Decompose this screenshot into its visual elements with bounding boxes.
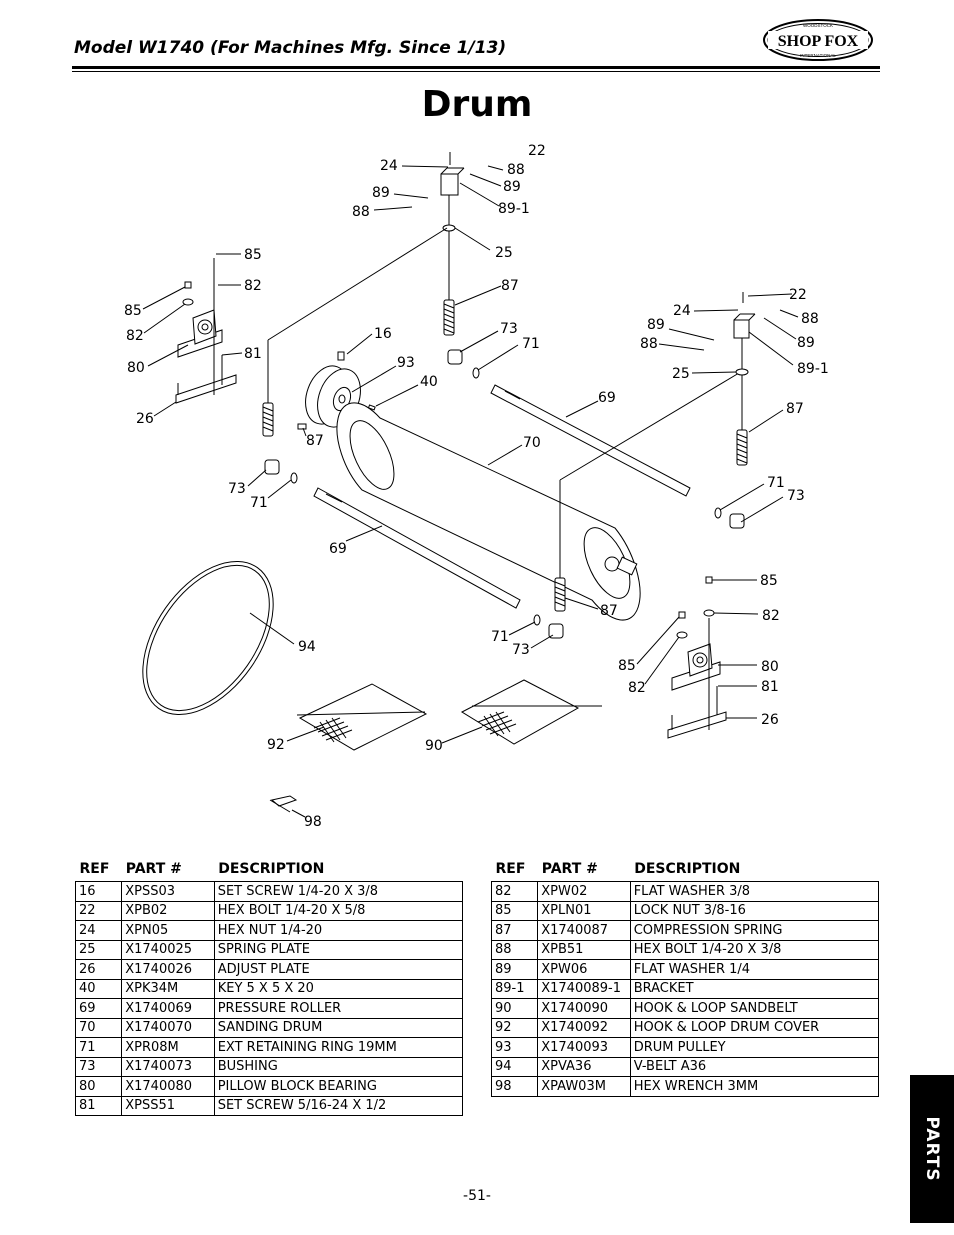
callout-label: 89 [797, 335, 815, 351]
leader-lines [142, 165, 799, 818]
callout-label: 87 [501, 278, 519, 294]
callout-label: 82 [126, 328, 144, 344]
callout-label: 73 [228, 481, 246, 497]
callout-label: 82 [244, 278, 262, 294]
callout-label: 71 [250, 495, 268, 511]
col-desc: DESCRIPTION [218, 861, 325, 877]
callout-label: 81 [761, 679, 779, 695]
callout-label: 89 [372, 185, 390, 201]
col-part: PART # [125, 861, 182, 877]
svg-text:WOODSTOCK: WOODSTOCK [803, 23, 833, 28]
callout-label: 98 [304, 814, 322, 830]
callout-label: 87 [600, 603, 618, 619]
callout-label: 69 [598, 390, 616, 406]
svg-text:SHOP FOX: SHOP FOX [778, 33, 859, 50]
callout-label: 71 [491, 629, 509, 645]
callout-label: 85 [244, 247, 262, 263]
svg-text:INTERNATIONAL: INTERNATIONAL [800, 53, 836, 58]
callout-label: 71 [522, 336, 540, 352]
callout-label: 88 [352, 204, 370, 220]
header-rule [72, 66, 880, 69]
callout-label: 82 [628, 680, 646, 696]
callout-label: 89-1 [797, 361, 829, 377]
header-rule-thin [72, 71, 880, 72]
callout-label: 90 [425, 738, 443, 754]
callout-label: 26 [761, 712, 779, 728]
callout-label: 81 [244, 346, 262, 362]
callout-label: 73 [512, 642, 530, 658]
drum-exploded-diagram: 22 24 88 89 89 88 89-1 25 85 82 85 82 80… [124, 143, 829, 830]
callout-label: 25 [672, 366, 690, 382]
callout-label: 92 [267, 737, 285, 753]
callout-label: 73 [787, 488, 805, 504]
callout-labels: 22 24 88 89 89 88 89-1 25 85 82 85 82 80… [124, 143, 829, 830]
section-tab-label: PARTS [922, 1116, 942, 1182]
callout-label: 87 [306, 433, 324, 449]
callout-label: 22 [789, 287, 807, 303]
callout-label: 88 [801, 311, 819, 327]
col-ref: REF [495, 861, 526, 877]
callout-label: 94 [298, 639, 316, 655]
callout-label: 24 [673, 303, 691, 319]
callout-label: 88 [640, 336, 658, 352]
page-number: -51- [463, 1188, 491, 1204]
header-title: Model W1740 (For Machines Mfg. Since 1/1… [74, 38, 507, 58]
callout-label: 80 [127, 360, 145, 376]
callout-label: 82 [762, 608, 780, 624]
col-ref: REF [79, 861, 110, 877]
callout-label: 71 [767, 475, 785, 491]
callout-label: 85 [760, 573, 778, 589]
callout-label: 22 [528, 143, 546, 159]
callout-label: 40 [420, 374, 438, 390]
callout-label: 93 [397, 355, 415, 371]
callout-label: 26 [136, 411, 154, 427]
callout-label: 70 [523, 435, 541, 451]
callout-label: 85 [124, 303, 142, 319]
col-desc: DESCRIPTION [634, 861, 741, 877]
callout-label: 24 [380, 158, 398, 174]
shop-fox-logo: SHOP FOX WOODSTOCK INTERNATIONAL [763, 19, 873, 61]
callout-label: 73 [500, 321, 518, 337]
callout-label: 88 [507, 162, 525, 178]
callout-label: 89 [503, 179, 521, 195]
diagram-parts [142, 152, 756, 813]
callout-label: 87 [786, 401, 804, 417]
callout-label: 89-1 [498, 201, 530, 217]
callout-label: 69 [329, 541, 347, 557]
callout-label: 16 [374, 326, 392, 342]
callout-label: 85 [618, 658, 636, 674]
section-tab-parts: PARTS [910, 1075, 954, 1223]
callout-label: 89 [647, 317, 665, 333]
col-part: PART # [541, 861, 598, 877]
callout-label: 25 [495, 245, 513, 261]
page-title: Drum [421, 84, 533, 125]
callout-label: 80 [761, 659, 779, 675]
